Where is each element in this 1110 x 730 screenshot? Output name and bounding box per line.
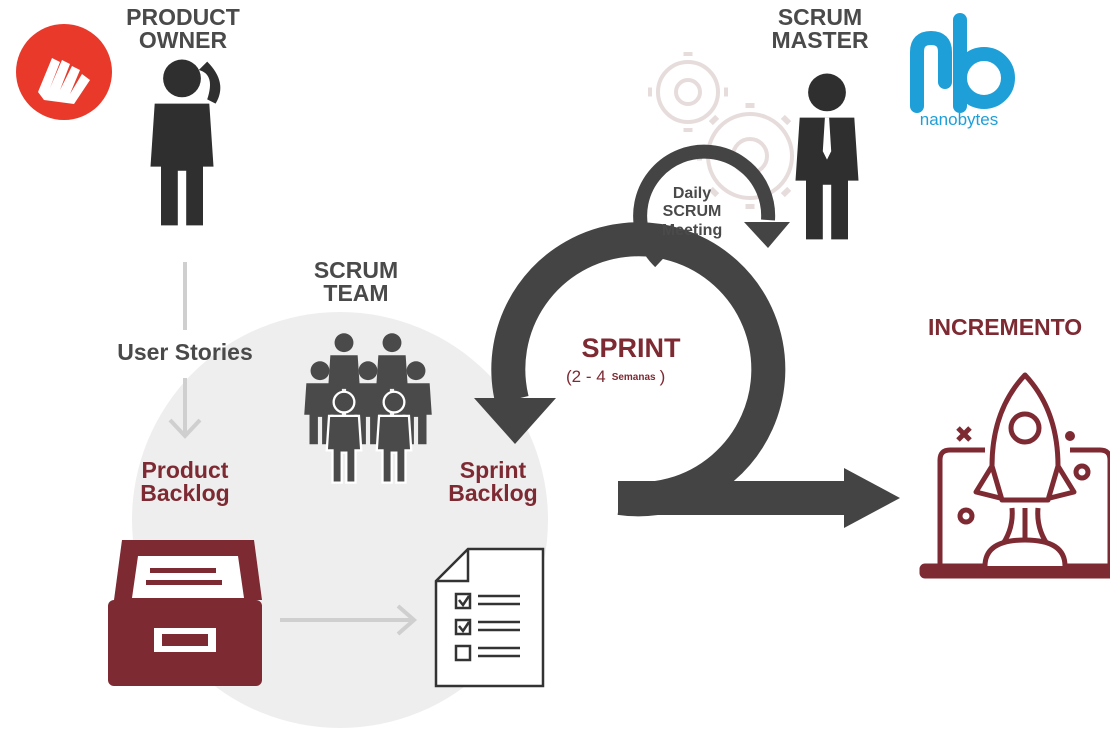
increment-rocket-laptop-icon — [919, 372, 1110, 579]
product-backlog-label: Product Backlog — [140, 457, 230, 507]
sprint-backlog-label: Sprint Backlog — [448, 457, 538, 507]
product-backlog-drawer-icon — [108, 540, 262, 686]
scrum-team-title: SCRUM TEAM — [313, 257, 399, 307]
sprint-duration-open: (2 - 4 — [566, 367, 606, 386]
red-hands-logo — [16, 24, 112, 120]
sprint-cycle-arrow — [474, 222, 900, 528]
sprint-backlog-checklist-icon — [434, 547, 545, 688]
sprint-duration-label: (2 - 4 Semanas) — [566, 367, 665, 387]
product-owner-title: PRODUCT OWNER — [126, 4, 240, 54]
product-owner-figure — [150, 59, 221, 226]
sprint-label: SPRINT — [581, 333, 681, 363]
increment-label: INCREMENTO — [928, 314, 1083, 340]
daily-scrum-meeting-label: Daily SCRUM Meeting — [661, 185, 723, 239]
user-stories-arrow — [168, 262, 202, 439]
backlog-transfer-arrow — [280, 604, 418, 636]
nanobytes-logo — [910, 13, 1015, 113]
sprint-duration-close: ) — [659, 367, 666, 386]
sprint-duration-unit: Semanas — [611, 372, 656, 383]
nanobytes-logo-text: nanobytes — [919, 110, 999, 129]
scrum-master-title: SCRUM MASTER — [771, 4, 869, 54]
user-stories-label: User Stories — [117, 339, 253, 365]
scrum-master-figure — [795, 73, 859, 240]
